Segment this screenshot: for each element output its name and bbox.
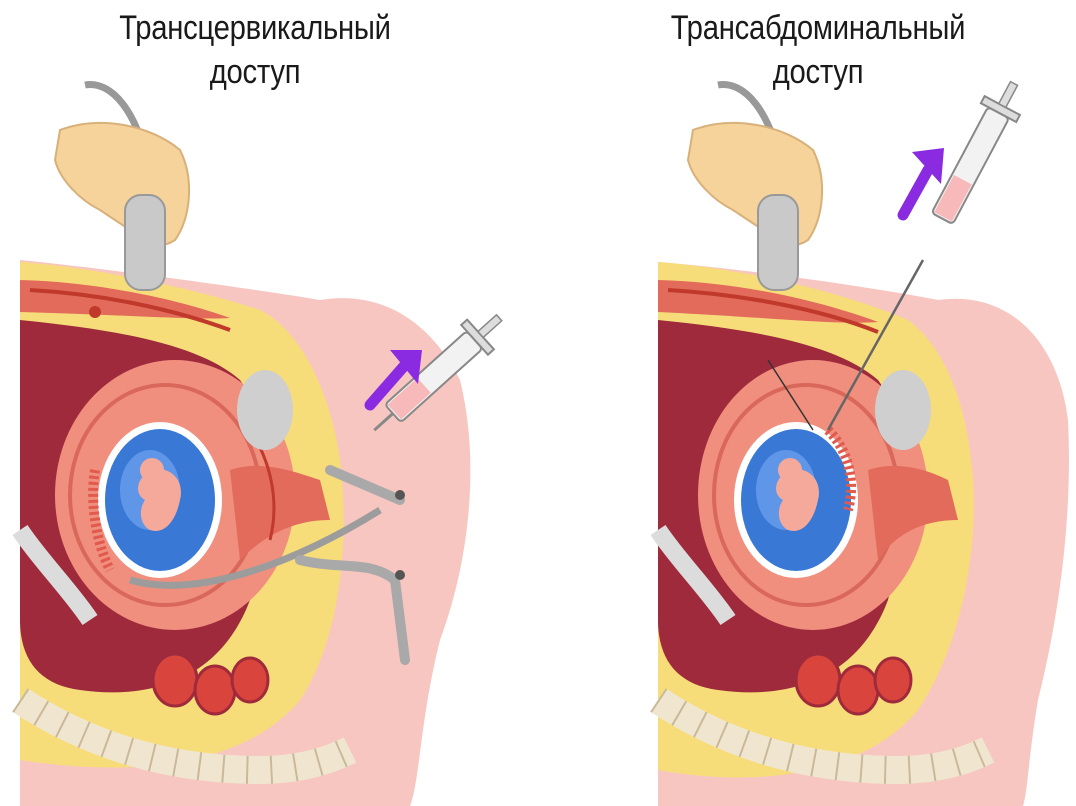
caption-line-2: доступ: [629, 50, 1007, 94]
caption-line-1: Трансабдоминальный: [629, 6, 1007, 50]
transabdominal-illustration: [538, 0, 1076, 806]
transcervical-illustration: [0, 0, 538, 806]
speculum-screw-2: [395, 570, 405, 580]
embryo-head: [778, 458, 802, 482]
bladder: [875, 370, 931, 450]
panel-transcervical: Трансцервикальный доступ: [0, 0, 538, 806]
caption-line-1: Трансцервикальный: [62, 6, 449, 50]
caption-line-2: доступ: [62, 50, 449, 94]
hand: [55, 123, 189, 245]
panel-transabdominal: Трансабдоминальный доступ: [538, 0, 1076, 806]
caption-transcervical: Трансцервикальный доступ: [62, 6, 449, 94]
caption-transabdominal: Трансабдоминальный доступ: [629, 6, 1007, 94]
embryo-head: [140, 458, 164, 482]
navel-marker: [89, 306, 101, 318]
speculum-screw-1: [395, 490, 405, 500]
ultrasound-probe: [125, 195, 165, 290]
ultrasound-probe: [758, 195, 798, 290]
hand: [688, 123, 822, 245]
bladder: [237, 370, 293, 450]
